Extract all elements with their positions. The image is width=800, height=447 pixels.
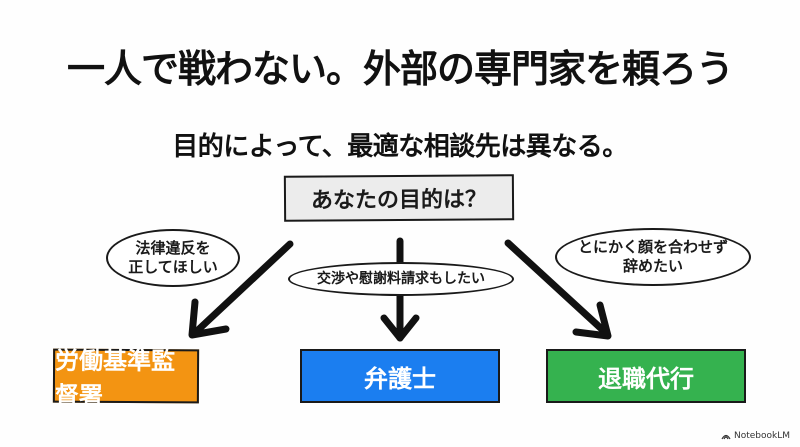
arrow-right-head-icon bbox=[572, 301, 612, 340]
arrow-center-head-icon bbox=[380, 314, 420, 342]
watermark-text: NotebookLM bbox=[733, 431, 790, 441]
arrow-right-icon bbox=[504, 239, 610, 337]
slide-title: 一人で戦わない。外部の専門家を頼ろう bbox=[66, 47, 734, 91]
notebooklm-logo-icon bbox=[721, 434, 731, 440]
condition-text: 交渉や慰謝料請求もしたい bbox=[317, 270, 485, 287]
destination-label: 弁護士 bbox=[364, 364, 436, 393]
condition-text: 法律違反を 正してほしい bbox=[128, 238, 218, 277]
condition-bubble-quit: とにかく顔を合わせず 辞めたい bbox=[555, 228, 751, 286]
destination-label: 退職代行 bbox=[598, 364, 694, 393]
destination-resignation-agency: 退職代行 bbox=[546, 349, 746, 403]
condition-bubble-law: 法律違反を 正してほしい bbox=[106, 229, 240, 287]
slide-subtitle: 目的によって、最適な相談先は異なる。 bbox=[172, 132, 628, 162]
destination-lawyer: 弁護士 bbox=[300, 349, 500, 403]
arrow-left-icon bbox=[194, 240, 294, 334]
condition-text: とにかく顔を合わせず 辞めたい bbox=[577, 237, 728, 276]
arrow-left-head-icon bbox=[188, 298, 230, 339]
destination-label: 労働基準監督署 bbox=[54, 346, 176, 410]
condition-bubble-negotiation: 交渉や慰謝料請求もしたい bbox=[288, 262, 514, 296]
destination-labor-office: 労働基準監督署 bbox=[52, 347, 200, 410]
watermark: NotebookLM bbox=[721, 431, 790, 441]
